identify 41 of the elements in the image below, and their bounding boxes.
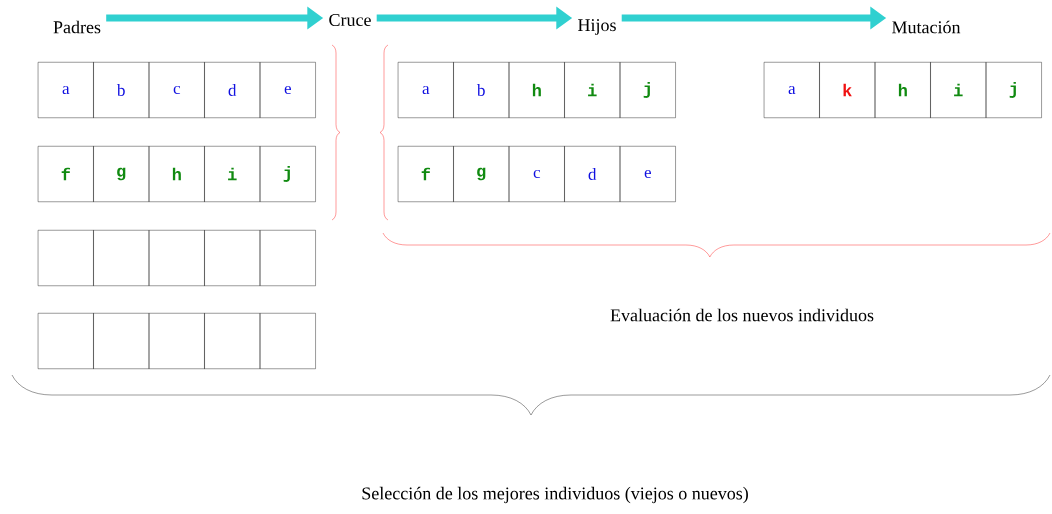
cell: c: [508, 146, 565, 202]
cell: [37, 313, 94, 369]
caption: Evaluación de los nuevos individuos: [610, 308, 874, 322]
caption: Selección de los mejores individuos (viejos o nuevos): [362, 486, 748, 504]
cell: a: [37, 62, 94, 118]
cell: i: [564, 62, 621, 118]
cell: k: [819, 62, 876, 118]
cell: g: [93, 146, 150, 202]
cell: [204, 313, 261, 369]
cell: i: [204, 146, 261, 202]
heading: Padres: [53, 20, 101, 34]
cell: j: [985, 62, 1042, 118]
cell: j: [619, 62, 676, 118]
cell: j: [259, 146, 316, 202]
cell: a: [397, 62, 454, 118]
heading: Mutación: [892, 20, 961, 34]
heading: Hijos: [578, 19, 616, 35]
cell: g: [453, 146, 510, 202]
cell: b: [453, 62, 510, 118]
heading: Cruce: [329, 13, 371, 27]
cell: [259, 230, 316, 286]
cell: c: [148, 62, 205, 118]
cell: d: [564, 146, 621, 202]
cell: f: [397, 146, 454, 202]
cell: e: [259, 62, 316, 118]
cell: [148, 230, 205, 286]
cell: h: [508, 62, 565, 118]
cell: [259, 313, 316, 369]
cell: [93, 230, 150, 286]
cell: [93, 313, 150, 369]
cell: f: [37, 146, 94, 202]
cell: [37, 230, 94, 286]
cell: b: [93, 62, 150, 118]
cell: d: [204, 62, 261, 118]
cell: [148, 313, 205, 369]
cell: i: [930, 62, 987, 118]
cell: h: [874, 62, 931, 118]
cell: h: [148, 146, 205, 202]
cell: [204, 230, 261, 286]
cell: a: [763, 62, 820, 118]
cell: e: [619, 146, 676, 202]
